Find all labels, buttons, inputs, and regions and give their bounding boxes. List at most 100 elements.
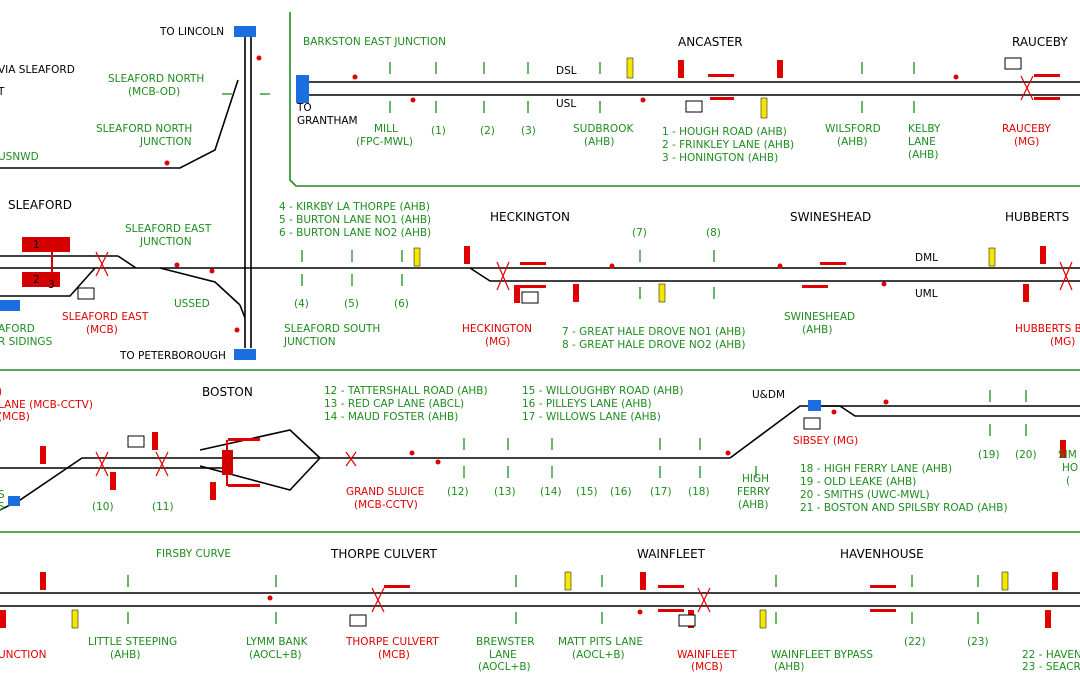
signal (640, 97, 646, 103)
signal-box-icon (349, 614, 367, 627)
panel-sleaford-north: VIA SLEAFORD T SLEAFORD NORTH (MCB-OD) S… (0, 64, 270, 169)
uml-label: UML (915, 288, 938, 300)
usnwd-label: USNWD (0, 151, 39, 163)
platform (710, 97, 734, 100)
sibsey-list-3: 20 - SMITHS (UWC-MWL) (800, 489, 930, 501)
panel-sleaford-heckington: SLEAFORD HECKINGTON SWINESHEAD HUBBERTS … (0, 198, 1080, 351)
rauceby-box-label: RAUCEBY (1002, 123, 1051, 135)
panel-ancaster: BARKSTON EAST JUNCTION ANCASTER RAUCEBY … (296, 35, 1080, 164)
crossing-10: (10) (92, 501, 114, 513)
matt-pits-type: (AOCL+B) (572, 649, 625, 661)
uml-track (469, 267, 1080, 282)
brewster-label-2: LANE (489, 649, 517, 661)
platform (384, 585, 410, 588)
sibsey-list-2: 19 - OLD LEAKE (AHB) (800, 476, 916, 488)
distant-signal (988, 247, 996, 267)
signal (883, 399, 889, 405)
ancaster-list-1: 1 - HOUGH ROAD (AHB) (662, 126, 787, 138)
thorpe-culvert-box-label: THORPE CULVERT (345, 636, 439, 648)
sibsey-list-1: 18 - HIGH FERRY LANE (AHB) (800, 463, 952, 475)
stop-signal (1023, 284, 1029, 302)
distant-signal (1001, 571, 1009, 591)
distant-signal (658, 283, 666, 303)
sim-label: SIM (1058, 449, 1077, 461)
hubberts-box-type: (MG) (1050, 336, 1075, 348)
distant-signal (413, 247, 421, 267)
wainfleet-box-type: (MCB) (691, 661, 723, 673)
platform (802, 285, 828, 288)
wainfleet-bypass-type: (AHB) (774, 661, 804, 673)
stop-signal (640, 572, 646, 590)
firsby-curve-label: FIRSBY CURVE (156, 548, 231, 560)
platform (520, 262, 546, 265)
mill-type: (FPC-MWL) (356, 136, 413, 148)
boston-list-b-2: 16 - PILLEYS LANE (AHB) (522, 398, 652, 410)
swineshead-title: SWINESHEAD (790, 210, 871, 224)
peterborough-boundary-marker (234, 349, 256, 360)
stop-signal (152, 432, 158, 450)
sleaford-east-junction-label: SLEAFORD EAST (125, 223, 212, 235)
level-crossing-icon (345, 451, 357, 467)
sleaford-list-3: 6 - BURTON LANE NO2 (AHB) (279, 227, 431, 239)
signal-box-icon (803, 417, 821, 430)
platform (1034, 74, 1060, 77)
signal (609, 263, 615, 269)
signal (435, 459, 441, 465)
lymm-bank-type: (AOCL+B) (249, 649, 302, 661)
boston-loop-upper (199, 429, 321, 459)
crossing-20: (20) (1015, 449, 1037, 461)
crossing-6: (6) (394, 298, 409, 310)
kelby-type: (AHB) (908, 149, 938, 161)
distant-signal (626, 57, 634, 79)
boundary-marker (8, 496, 20, 506)
signal (953, 74, 959, 80)
platform-3-number: 3 (48, 279, 55, 291)
havenhouse-list-2: 23 - SEACR (1022, 661, 1080, 673)
stop-signal (1052, 572, 1058, 590)
crossing-18: (18) (688, 486, 710, 498)
platform (1034, 97, 1060, 100)
signal (725, 450, 731, 456)
stop-signal (110, 472, 116, 490)
ancaster-list-2: 2 - FRINKLEY LANE (AHB) (662, 139, 794, 151)
thorpe-culvert-title: THORPE CULVERT (330, 547, 438, 561)
lincoln-boundary-marker (234, 26, 256, 37)
swineshead-label: SWINESHEAD (784, 311, 855, 323)
sleaford-north-junction-label: SLEAFORD NORTH (96, 123, 192, 135)
signal (881, 281, 887, 287)
heckington-title: HECKINGTON (490, 210, 570, 224)
crossing-19: (19) (978, 449, 1000, 461)
distant-signal (759, 609, 767, 629)
ussed-label: USSED (174, 298, 210, 310)
crossing-12: (12) (447, 486, 469, 498)
signal-box-icon (521, 291, 539, 304)
sibsey-box-label: SIBSEY (MG) (793, 435, 858, 447)
thorpe-culvert-box-type: (MCB) (378, 649, 410, 661)
platform (708, 74, 734, 77)
dml-label: DML (915, 252, 938, 264)
grantham-label: GRANTHAM (297, 115, 358, 127)
platform-2 (22, 272, 60, 287)
sleaford-east-box-label: SLEAFORD EAST (62, 311, 149, 323)
sleaford-south-label: SLEAFORD SOUTH (284, 323, 380, 335)
sidings-marker (0, 300, 20, 311)
signal (234, 327, 240, 333)
stop-signal (1045, 610, 1051, 628)
crossing-ticks (301, 250, 715, 299)
signal (164, 160, 170, 166)
crossing-2: (2) (480, 125, 495, 137)
heckington-box-label: HECKINGTON (462, 323, 532, 335)
udm-label: U&DM (752, 389, 785, 401)
sleaford-north-track (0, 79, 239, 169)
signal-box-icon (127, 435, 145, 448)
high-ferry-label: HIGH (742, 473, 769, 485)
panel-boston: ) LANE (MCB-CCTV) (MCB) BOSTON S S (0, 385, 1080, 514)
crossing-11: (11) (152, 501, 174, 513)
barkston-east-junction-label: BARKSTON EAST JUNCTION (303, 36, 446, 48)
stop-signal (1040, 246, 1046, 264)
hubberts-title: HUBBERTS (1005, 210, 1069, 224)
stop-signal (0, 610, 6, 628)
high-ferry-label-2: FERRY (737, 486, 771, 498)
crossing-5: (5) (344, 298, 359, 310)
boston-list-b-3: 17 - WILLOWS LANE (AHB) (522, 411, 661, 423)
